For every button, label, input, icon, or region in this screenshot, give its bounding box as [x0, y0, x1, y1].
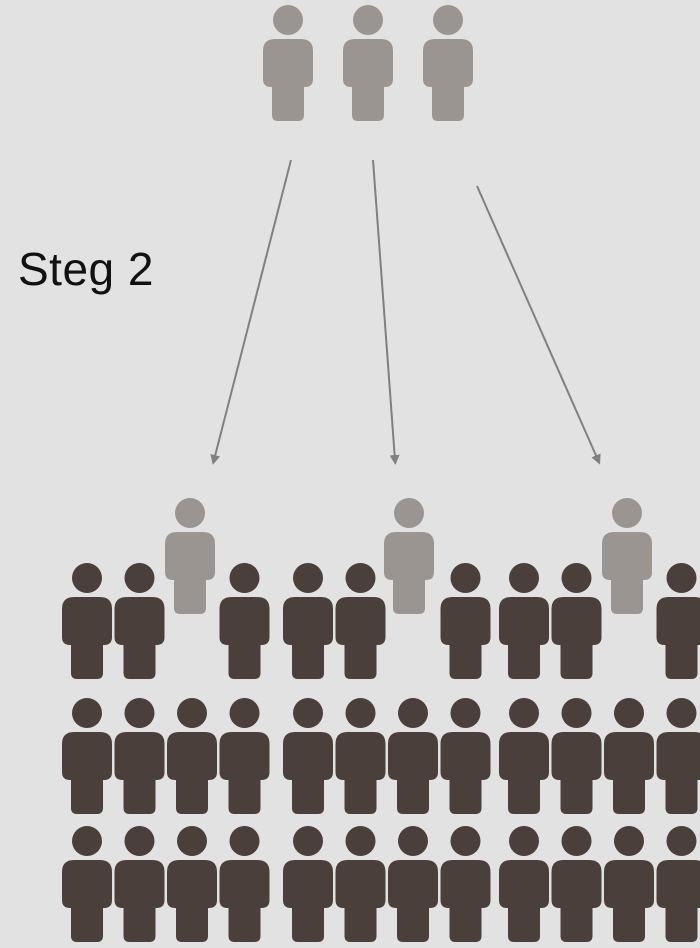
crowd-person-icon [336, 698, 386, 814]
arrows-layer [214, 160, 598, 460]
recruited-person-icon-3 [602, 498, 652, 614]
crowd-person-icon [62, 826, 112, 942]
crowd-person-icon [115, 563, 165, 679]
recruiter-person-icon-2 [343, 5, 393, 121]
crowd-person-icon [336, 826, 386, 942]
crowd-person-icon [220, 698, 270, 814]
crowd-person-icon [167, 698, 217, 814]
crowd-person-icon [441, 698, 491, 814]
crowd-person-icon [388, 698, 438, 814]
crowd-person-icon [657, 563, 700, 679]
recruited-person-icon-1 [165, 498, 215, 614]
crowd-person-icon [604, 826, 654, 942]
crowd-person-icon [499, 563, 549, 679]
crowd-person-icon [283, 826, 333, 942]
crowd-person-icon [220, 563, 270, 679]
crowd-person-icon [657, 698, 700, 814]
crowd-person-icon [115, 698, 165, 814]
arrow-down-icon-2 [373, 160, 395, 460]
crowd-person-icon [62, 563, 112, 679]
recruiter-person-icon-1 [263, 5, 313, 121]
crowd-person-icon [657, 826, 700, 942]
crowd-person-icon [552, 826, 602, 942]
arrow-down-icon-1 [214, 160, 291, 460]
crowd-person-icon [441, 563, 491, 679]
crowd-person-icon [283, 698, 333, 814]
recruiter-person-icon-3 [423, 5, 473, 121]
crowd-person-icon [441, 826, 491, 942]
crowd-person-icon [62, 698, 112, 814]
crowd-person-icon [552, 698, 602, 814]
crowd-person-icon [604, 698, 654, 814]
crowd-person-icon [552, 563, 602, 679]
crowd-person-icon [283, 563, 333, 679]
arrow-down-icon-3 [477, 186, 598, 460]
crowd-person-icon [336, 563, 386, 679]
crowd-person-icon [499, 698, 549, 814]
crowd-person-icon [499, 826, 549, 942]
crowd-person-icon [167, 826, 217, 942]
recruited-person-icon-2 [384, 498, 434, 614]
people-layer [62, 5, 700, 942]
crowd-person-icon [388, 826, 438, 942]
crowd-person-icon [220, 826, 270, 942]
step-label: Steg 2 [18, 246, 154, 292]
crowd-person-icon [115, 826, 165, 942]
